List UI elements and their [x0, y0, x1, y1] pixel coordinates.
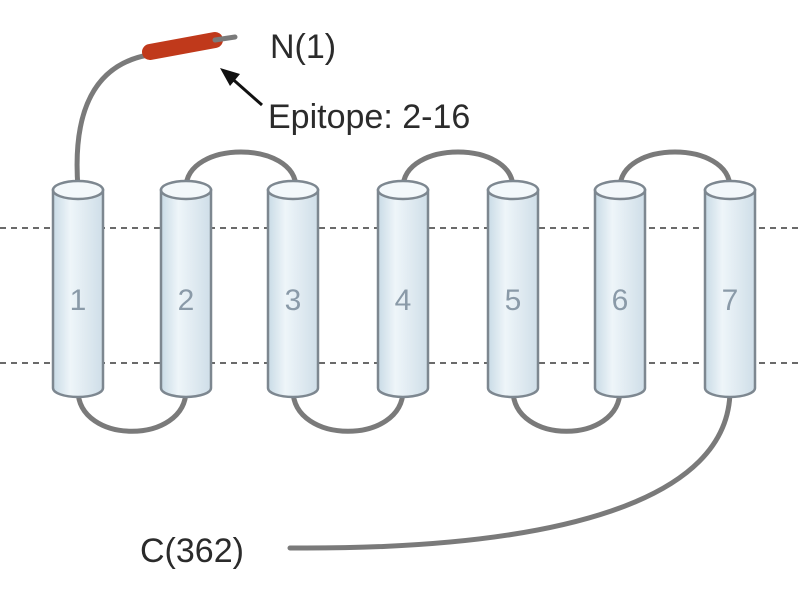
- helix-cylinder: [703, 188, 757, 399]
- helix-cylinder: [593, 188, 647, 399]
- helix-top-cap: [266, 179, 320, 201]
- helix-top-cap: [486, 179, 540, 201]
- intracellular-loop-2: [290, 387, 406, 434]
- intracellular-loop-3: [510, 387, 623, 434]
- loops: [74, 52, 733, 551]
- helix-number: 3: [285, 284, 302, 317]
- helix-4: 4: [376, 179, 430, 399]
- helix-number: 2: [178, 284, 195, 317]
- helix-top-cap: [51, 179, 105, 201]
- helix-number: 7: [722, 284, 739, 317]
- helix-5: 5: [486, 179, 540, 399]
- helix-cylinder: [51, 188, 105, 399]
- helix-top-cap: [159, 179, 213, 201]
- helix-group: 1 2 3 4 5 6 7: [51, 179, 757, 399]
- n-terminal-tail: [74, 52, 151, 191]
- helix-number: 5: [505, 284, 522, 317]
- helix-6: 6: [593, 179, 647, 399]
- extracellular-loop-2: [400, 149, 516, 191]
- intracellular-loop-1: [75, 387, 189, 434]
- epitope-arrow-head: [220, 68, 240, 86]
- helix-7: 7: [703, 179, 757, 399]
- n-terminal-end: [212, 34, 238, 43]
- helix-cylinder: [266, 188, 320, 399]
- helix-top-cap: [593, 179, 647, 201]
- extracellular-loop-3: [617, 149, 733, 191]
- epitope-label: Epitope: 2-16: [268, 98, 470, 136]
- helix-top-cap: [703, 179, 757, 201]
- c-terminus-label: C(362): [140, 532, 244, 570]
- n-terminus-label: N(1): [270, 28, 336, 66]
- c-terminal-tail: [287, 387, 733, 551]
- helix-2: 2: [159, 179, 213, 399]
- helix-3: 3: [266, 179, 320, 399]
- helix-1: 1: [51, 179, 105, 399]
- helix-cylinder: [159, 188, 213, 399]
- helix-number: 6: [612, 284, 629, 317]
- helix-number: 1: [70, 284, 87, 317]
- helix-number: 4: [395, 284, 412, 317]
- helix-cylinder: [376, 188, 430, 399]
- helix-top-cap: [376, 179, 430, 201]
- extracellular-loop-1: [183, 149, 299, 191]
- helix-cylinder: [486, 188, 540, 399]
- epitope-segment: [142, 32, 223, 60]
